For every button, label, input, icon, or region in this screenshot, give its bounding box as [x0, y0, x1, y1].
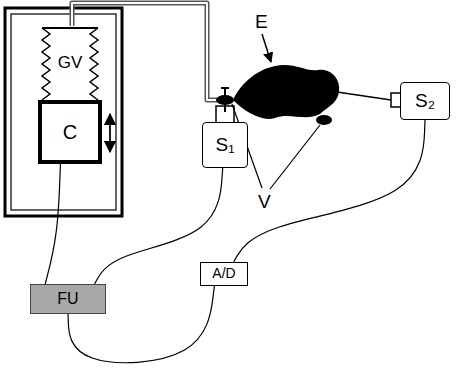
- bellows-top: [42, 27, 98, 29]
- valve: [216, 95, 234, 105]
- part-label: V: [258, 192, 271, 213]
- part-label: E: [255, 12, 268, 33]
- bellows-fold: [42, 28, 50, 100]
- sensor-box: S₁: [202, 122, 248, 168]
- converter-box: A/D: [200, 262, 248, 286]
- leader-line: [270, 125, 320, 189]
- signal-wire: [45, 164, 60, 284]
- bellows-box: GV: [38, 26, 102, 100]
- control-unit-box: FU: [30, 284, 106, 314]
- motion-arrow: [109, 114, 111, 152]
- specimen-blob: [233, 65, 339, 119]
- node-text: GV: [58, 54, 83, 73]
- cylinder-box: C: [38, 100, 102, 164]
- node-text: FU: [57, 290, 78, 308]
- node-text: C: [63, 121, 77, 143]
- node-text: A/D: [212, 266, 235, 281]
- leader-arrow: [262, 34, 271, 62]
- valve: [316, 115, 332, 125]
- node-text: S₁: [215, 135, 234, 156]
- tube-inner: [72, 3, 217, 100]
- bellows-fold: [90, 28, 98, 100]
- tube-line: [337, 92, 391, 100]
- housing-outer: [5, 8, 122, 216]
- housing-inner: [11, 14, 116, 210]
- valve-cap: [221, 87, 229, 89]
- signal-wire: [234, 120, 425, 262]
- node-text: S₂: [415, 91, 435, 112]
- sensor-box: S₂: [400, 82, 450, 120]
- tube-outer: [72, 3, 217, 100]
